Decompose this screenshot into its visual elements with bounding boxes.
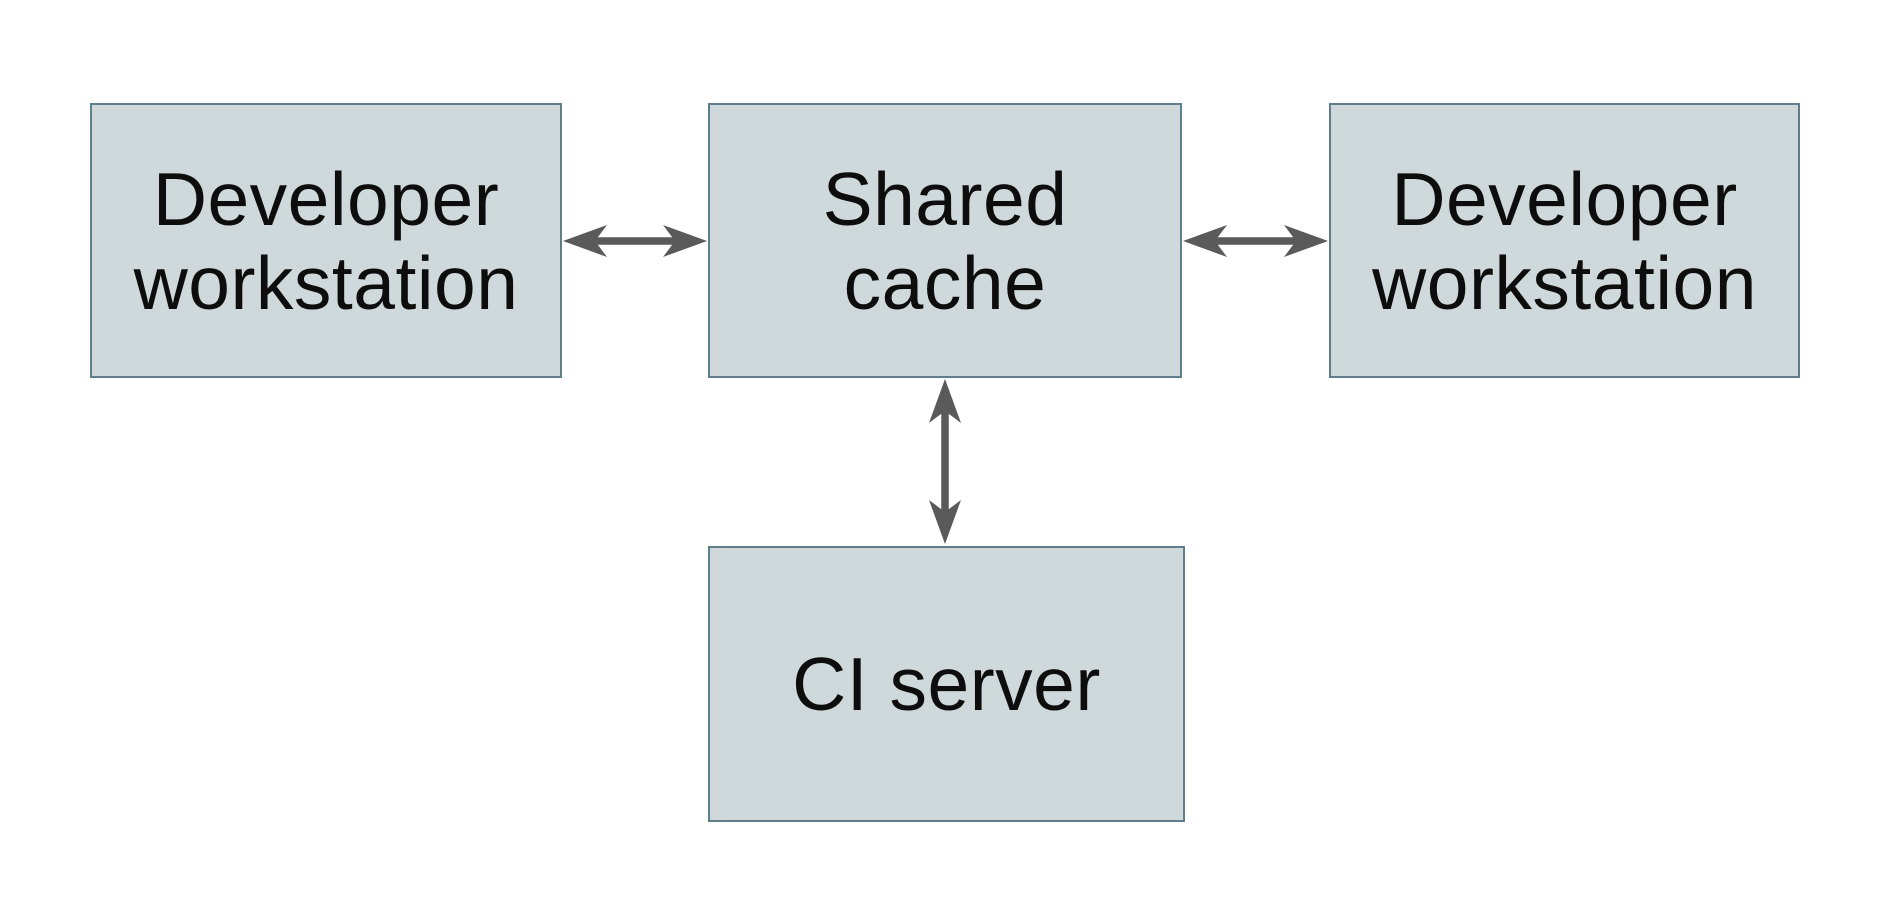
node-shared-cache: Shared cache [708, 103, 1182, 378]
node-developer-workstation-right-label: Developer workstation [1372, 157, 1757, 325]
node-developer-workstation-left-label: Developer workstation [134, 157, 519, 325]
node-developer-workstation-right: Developer workstation [1329, 103, 1800, 378]
arrow-sharedcache-ciserver [929, 379, 961, 544]
node-developer-workstation-left: Developer workstation [90, 103, 562, 378]
label-line: Shared [822, 156, 1068, 241]
label-line: CI server [792, 642, 1101, 726]
label-line: workstation [1372, 240, 1757, 325]
arrow-devleft-sharedcache [563, 225, 707, 257]
node-ci-server: CI server [708, 546, 1185, 822]
label-line: cache [843, 240, 1047, 325]
node-ci-server-label: CI server [792, 642, 1101, 726]
label-line: Developer [152, 156, 500, 241]
label-line: Developer [1391, 156, 1738, 241]
label-line: workstation [133, 240, 519, 325]
node-shared-cache-label: Shared cache [823, 157, 1068, 325]
arrow-sharedcache-devright [1183, 225, 1328, 257]
